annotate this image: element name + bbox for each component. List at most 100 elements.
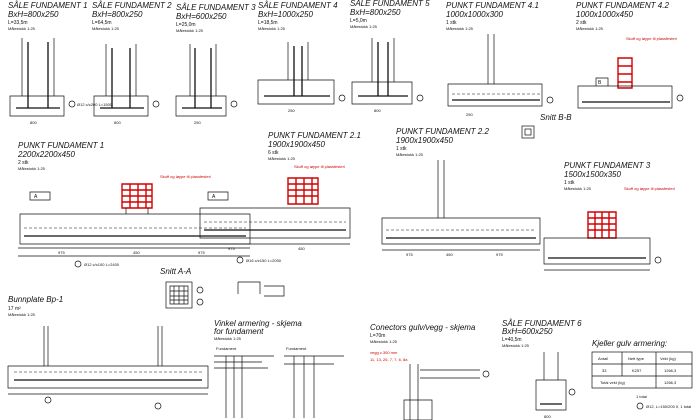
bolt-note: Skuff og løype til plassfesteri	[626, 36, 677, 41]
footing-title: PUNKT FUNDAMENT 2.1	[268, 131, 361, 140]
footing-title: SÅLE FUNDAMENT 5	[350, 0, 430, 8]
table-title: Kjeller gulv armering:	[592, 339, 667, 348]
footing-length: L=40,5m	[502, 337, 522, 343]
label-right: Fundament	[286, 346, 307, 351]
scale-label: Målestokk 1:25	[18, 166, 46, 171]
strip-footing-5: SÅLE FUNDAMENT 5 BxH=800x250 L=5,0m Måle…	[350, 0, 430, 113]
footing-length: L=33,5m	[8, 20, 28, 26]
footing-size: BxH=800x250	[8, 10, 59, 19]
footing-count: 1 stk	[446, 20, 457, 26]
punkt-fundament-4-2: PUNKT FUNDAMENT 4.2 1000x1000x450 2 stk …	[576, 1, 684, 109]
vinkel-armering: Vinkel armering - skjema for fundament M…	[214, 319, 344, 418]
strip-footing-1: SÅLE FUNDAMENT 1 BxH=800x250 L=33,5m Mål…	[8, 1, 113, 125]
table-cell: 33	[602, 368, 607, 373]
scale-label: Målestokk 1:25	[370, 339, 398, 344]
footing-title: PUNKT FUNDAMENT 4.1	[446, 1, 539, 10]
footing-count: 1 stk	[564, 180, 575, 186]
strip-footing-3: SÅLE FUNDAMENT 3 BxH=600x250 L=25,0m Mål…	[175, 3, 256, 125]
footing-length: L=18,5m	[258, 20, 278, 26]
scale-label: Målestokk 1:25	[396, 152, 424, 157]
sale-fundament-6: SÅLE FUNDAMENT 6 BxH=600x250 L=40,5m Mål…	[502, 319, 582, 419]
punkt-fundament-1: PUNKT FUNDAMENT 1 2200x2200x450 2 stk Må…	[17, 141, 251, 268]
schema-length: L=70m	[370, 333, 385, 339]
snitt-b-b: Snitt B-B	[521, 113, 572, 139]
section-a-label: A	[212, 194, 216, 200]
plate-area: 17 m²	[8, 306, 21, 312]
scale-label: Målestokk 1:25	[214, 336, 242, 341]
schema-title: Conectors gulv/vegg - skjema	[370, 323, 476, 332]
dim-mid: 450	[446, 252, 453, 257]
scale-label: Målestokk 1:25	[446, 26, 474, 31]
dim-mid: 450	[298, 246, 305, 251]
section-b-label: B	[598, 80, 602, 86]
col-header: Nett type	[628, 356, 645, 361]
bolt-note: Skuff og løype til plassfesteri	[624, 186, 675, 191]
scale-label: Målestokk 1:25	[258, 26, 286, 31]
kjeller-gulv-armering: Kjeller gulv armering: Antall Nett type …	[591, 339, 693, 389]
scale-label: Målestokk 1:25	[564, 186, 592, 191]
schema-title: Vinkel armering - skjema	[214, 319, 302, 328]
rebar-label: Ø12 c/c100 L=2400	[84, 262, 120, 267]
bolt-note: vegg c.300 mm	[370, 350, 398, 355]
width-dim: 250	[194, 120, 201, 125]
footing-title: SÅLE FUNDAMENT 2	[92, 1, 172, 10]
footing-length: L=5,0m	[350, 18, 367, 24]
footing-title: PUNKT FUNDAMENT 3	[564, 161, 651, 170]
total-value: 1266,3	[664, 380, 677, 385]
dim-left: 975	[406, 252, 413, 257]
footing-title: SÅLE FUNDAMENT 3	[176, 3, 256, 12]
scale-label: Målestokk 1:25	[176, 28, 204, 33]
width-dim: 250	[288, 108, 295, 113]
scale-label: Målestokk 1:25	[8, 26, 36, 31]
footing-title: PUNKT FUNDAMENT 1	[18, 141, 104, 150]
footing-count: 2 stk	[18, 160, 29, 166]
strip-footing-4: SÅLE FUNDAMENT 4 BxH=1000x250 L=18,5m Må…	[257, 1, 346, 113]
width-dim: 800	[30, 120, 37, 125]
dim-mid: 450	[133, 250, 140, 255]
footing-size: BxH=800x250	[92, 10, 143, 19]
label-left: Fundament	[216, 346, 237, 351]
width-dim: 800	[374, 108, 381, 113]
footing-title: SÅLE FUNDAMENT 4	[258, 1, 338, 10]
footing-count: 1 stk	[396, 146, 407, 152]
footing-size: BxH=600x250	[502, 327, 553, 336]
footing-size: 1000x1000x450	[576, 10, 633, 19]
scale-label: Målestokk 1:25	[576, 26, 604, 31]
punkt-fundament-3: PUNKT FUNDAMENT 3 1500x1500x350 1 stk Må…	[543, 161, 675, 271]
strip-footing-2: SÅLE FUNDAMENT 2 BxH=800x250 L=64,5m Mål…	[92, 1, 172, 125]
conectors-gulv-vegg: Conectors gulv/vegg - skjema L=70m Måles…	[370, 323, 490, 420]
legend-detail: Ø12, L=150/200 0, 1 total	[646, 404, 691, 409]
footing-size: BxH=600x250	[176, 12, 227, 21]
section-a-label: A	[34, 194, 38, 200]
bolt-note: Skuff og løype til plassfesteri	[160, 174, 211, 179]
width-dim: 250	[466, 112, 473, 117]
schema-numbers: 11, 13, 26, 7, 7, 6, 8a	[370, 357, 408, 362]
table-cell: 1266,3	[664, 368, 677, 373]
section-title: Snitt A-A	[160, 267, 191, 276]
dim-left: 975	[228, 246, 235, 251]
footing-size: BxH=800x250	[350, 8, 401, 17]
scale-label: Målestokk 1:25	[268, 156, 296, 161]
dim-right: 975	[496, 252, 503, 257]
bunnplate-bp-1: Bunnplate Bp-1 17 m² Målestokk 1:25	[7, 295, 209, 410]
col-header: Vekt (kg)	[660, 356, 676, 361]
legend: 1 total Ø12, L=150/200 0, 1 total	[636, 394, 691, 410]
scale-label: Målestokk 1:25	[350, 24, 378, 29]
footing-size: 1500x1500x350	[564, 170, 621, 179]
footing-size: 1900x1900x450	[396, 136, 453, 145]
rebar-label: Ø12 c/c200 L=1500	[77, 102, 113, 107]
scale-label: Målestokk 1:25	[502, 343, 530, 348]
total-label: Total vekt (kg)	[600, 380, 626, 385]
punkt-fundament-2-1: PUNKT FUNDAMENT 2.1 1900x1900x450 6 stk …	[199, 131, 361, 264]
footing-count: 2 stk	[576, 20, 587, 26]
footing-title: PUNKT FUNDAMENT 4.2	[576, 1, 669, 10]
punkt-fundament-4-1: PUNKT FUNDAMENT 4.1 1000x1000x300 1 stk …	[446, 1, 554, 117]
footing-size: 1900x1900x450	[268, 140, 325, 149]
table-cell: K257	[632, 368, 642, 373]
col-header: Antall	[598, 356, 608, 361]
dim-right: 975	[198, 250, 205, 255]
footing-size: 1000x1000x300	[446, 10, 503, 19]
footing-title: SÅLE FUNDAMENT 6	[502, 319, 582, 328]
punkt-fundament-2-2: PUNKT FUNDAMENT 2.2 1900x1900x450 1 stk …	[381, 127, 541, 257]
